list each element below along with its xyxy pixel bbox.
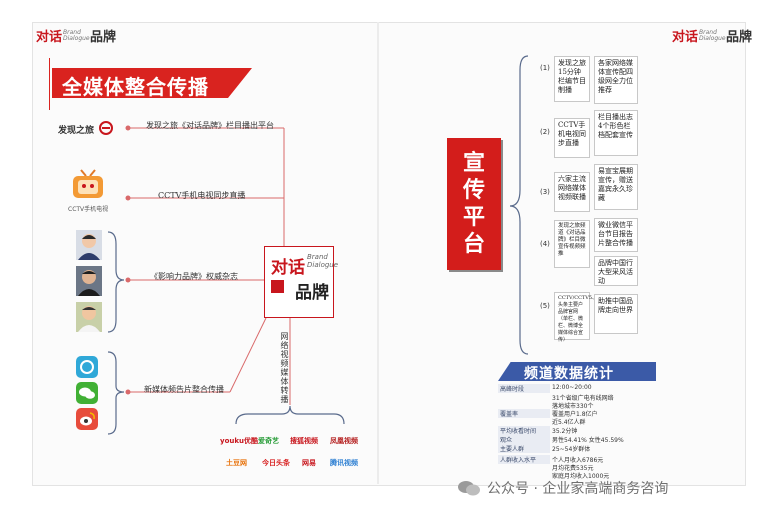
app-circle-icon <box>76 356 98 378</box>
branch-label-magazine: 《影响力品牌》权威杂志 <box>150 272 238 281</box>
cctv-tv-icon <box>70 168 106 200</box>
row-number: (1) <box>540 64 550 72</box>
site-sohu: 搜狐视频 <box>290 437 318 445</box>
page-fold <box>377 22 379 484</box>
svg-text:发现之旅: 发现之旅 <box>58 124 94 136</box>
row-right-cell: 各家网络媒体宣传配四级网全力位推荐 <box>594 56 638 104</box>
row-right-cell: 微业微信平台节目报告片整合传播 <box>594 218 638 252</box>
wechat-icon <box>76 382 98 404</box>
row-number: (4) <box>540 240 550 248</box>
row-mid-cell: CCTV/CCTV5、头条主要户品牌官网（单栏、微栏、微博全媒体综合宣传） <box>554 292 597 343</box>
network-video-label: 网络视频媒体转播 <box>280 332 289 404</box>
center-brand-logo: 对话 Brand Dialogue 品牌 <box>264 246 338 318</box>
wechat-watermark-icon <box>458 481 480 496</box>
site-toutiao: 今日头条 <box>262 459 290 467</box>
site-tencent: 腾讯视频 <box>330 459 358 467</box>
branch-label-cctv: CCTV手机电视同步直播 <box>158 191 246 200</box>
row-mid-cell: 六家主流网络媒体视频联播 <box>554 172 590 212</box>
site-youku: youku优酷 <box>220 437 258 445</box>
row-mid-cell: 发现之旅频道《对话品牌》栏目微宣传视频频推 <box>554 220 590 268</box>
site-ifeng: 凤凰视频 <box>330 437 358 445</box>
person-photo-3 <box>76 302 102 332</box>
stats-header: 频道数据统计 <box>498 362 656 381</box>
row-mid-cell: 发现之旅15分钟栏编节目制播 <box>554 56 590 102</box>
person-photo-1 <box>76 230 102 260</box>
row-number: (5) <box>540 302 550 310</box>
site-tudou: 土豆网 <box>226 459 247 467</box>
person-photo-2 <box>76 266 102 296</box>
row-right-cell: 易宣宝展期宣传，赠送嘉宾永久珍藏 <box>594 164 638 210</box>
row-mid-cell: CCTV手机电视同步直播 <box>554 118 590 158</box>
row-number: (2) <box>540 128 550 136</box>
brand-logo-left: 对话 Brand Dialogue 品牌 <box>36 28 117 45</box>
branch-label-discovery: 发现之旅《对话品牌》栏目播出平台 <box>146 121 274 130</box>
row-right-cell: 栏目播出志4个形色栏档配套宣传 <box>594 110 638 156</box>
branch-label-newmedia: 新媒体频告片整合传播 <box>144 385 224 394</box>
site-iqiyi: 爱奇艺 <box>258 437 279 445</box>
logo-red-square <box>271 280 284 293</box>
site-netease: 网易 <box>302 459 316 467</box>
page-title: 全媒体整合传播 <box>52 68 252 98</box>
promo-platform-box: 宣传平台 <box>447 138 501 270</box>
wechat-watermark: 公众号 · 企业家高端商务咨询 <box>457 478 668 498</box>
row-right-cell: 品牌中国行大型采风活动 <box>594 256 638 286</box>
row-number: (3) <box>540 188 550 196</box>
title-rule <box>49 58 50 110</box>
weibo-icon <box>76 408 98 430</box>
discovery-channel-logo: 发现之旅 <box>57 120 120 138</box>
row-right-cell: 助推中国品牌走向世界 <box>594 294 638 334</box>
cctv-logo-text: CCTV手机电视 <box>68 206 109 213</box>
brand-logo-right: 对话 Brand Dialogue 品牌 <box>672 28 753 45</box>
